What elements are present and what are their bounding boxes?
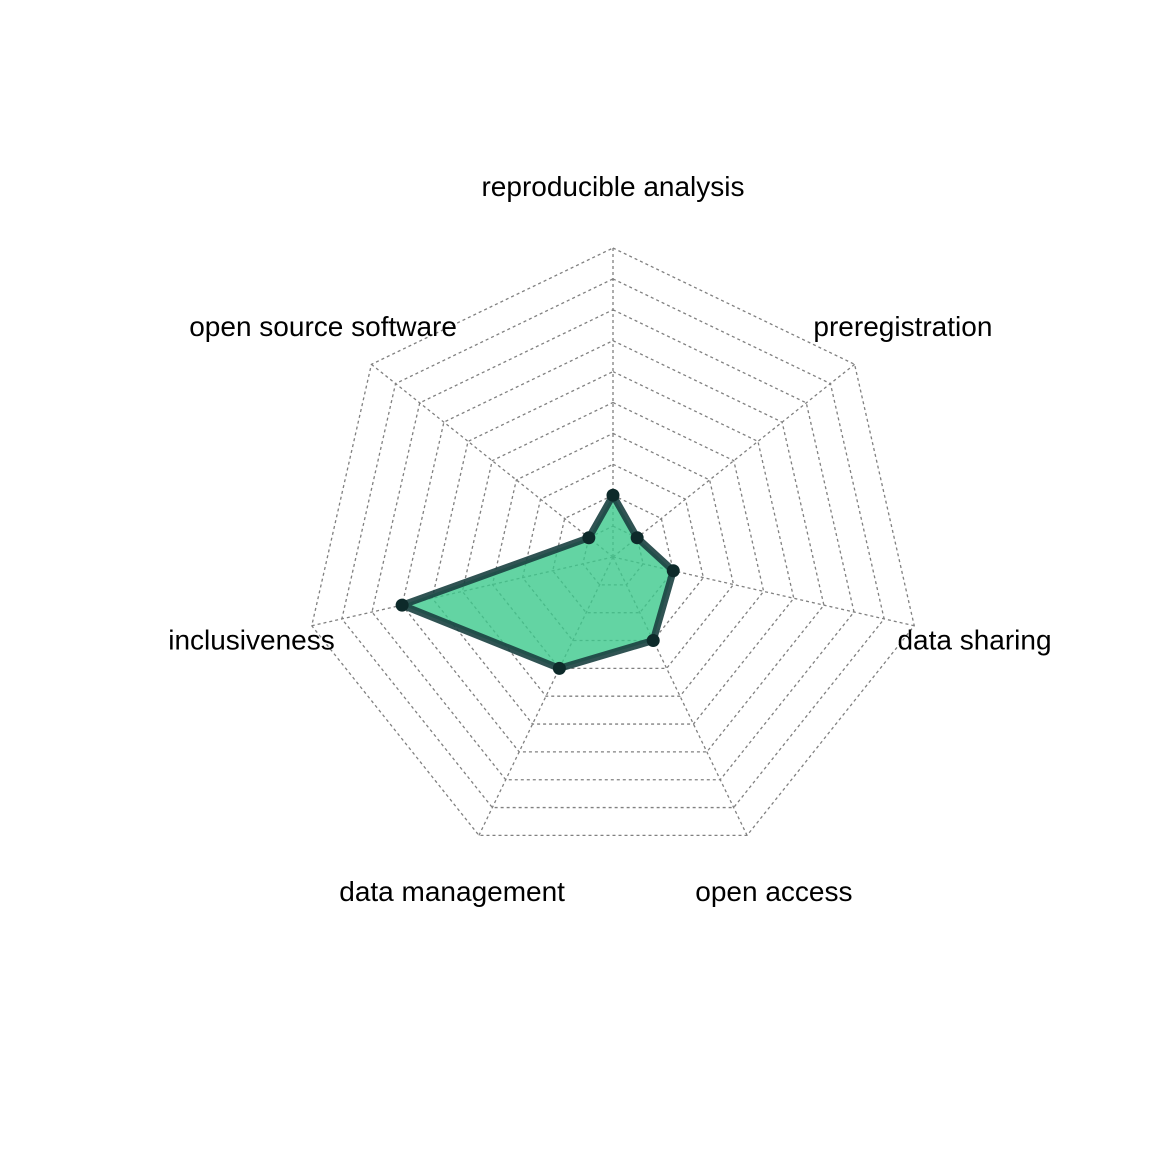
data-point <box>606 488 620 502</box>
grid-ring <box>371 309 855 781</box>
data-point <box>552 661 566 675</box>
grid-ring <box>431 370 795 725</box>
grid-ring <box>521 463 705 642</box>
data-point <box>630 531 644 545</box>
data-point <box>582 531 596 545</box>
radar-series <box>395 488 680 675</box>
axis-label: inclusiveness <box>168 625 335 656</box>
data-point <box>666 564 680 578</box>
grid-ring <box>491 432 735 670</box>
axis-label: data sharing <box>897 625 1051 656</box>
grid-ring <box>311 247 915 837</box>
series-polygon <box>398 491 677 672</box>
grid-ring <box>461 401 765 697</box>
axis-label: preregistration <box>813 311 992 342</box>
axis-label: data management <box>339 876 565 907</box>
axis-label: open source software <box>189 311 457 342</box>
axis-label: reproducible analysis <box>481 171 744 202</box>
data-point <box>646 634 660 648</box>
grid-ring <box>401 339 825 753</box>
data-point <box>395 598 409 612</box>
radar-grid <box>311 247 915 837</box>
axis-label: open access <box>695 876 852 907</box>
axis-labels: reproducible analysis preregistration data… <box>168 171 1051 907</box>
